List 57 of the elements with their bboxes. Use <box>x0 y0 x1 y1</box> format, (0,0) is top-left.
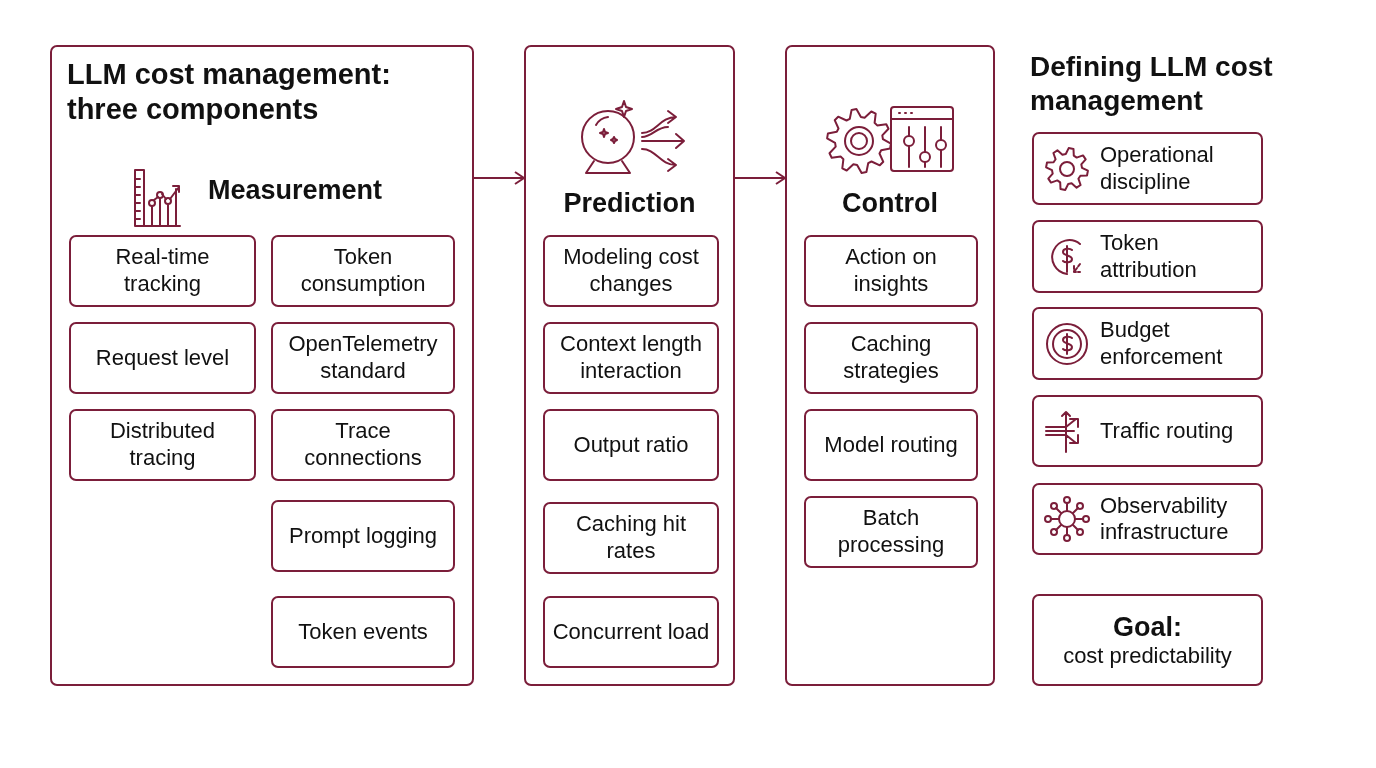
item-label: Action on insights <box>844 244 938 298</box>
item-box <box>804 409 978 481</box>
goal-box <box>1032 594 1263 686</box>
feature-label: Traffic routing <box>1100 417 1234 445</box>
item-label: Request level <box>95 344 230 372</box>
item-label: Token events <box>298 618 428 646</box>
feature-card <box>1032 307 1263 380</box>
item-box <box>69 409 256 481</box>
item-box <box>804 235 978 307</box>
item-label: Trace connections <box>303 418 423 472</box>
panel-title: LLM cost management: three components <box>67 57 392 127</box>
item-label: Distributed tracing <box>108 418 217 472</box>
item-label: Output ratio <box>573 431 689 459</box>
feature-label: Token attribution <box>1100 230 1198 283</box>
item-label: Real-time tracking <box>114 244 211 298</box>
item-label: Model routing <box>824 431 958 459</box>
goal-heading: Goal: <box>1113 610 1182 643</box>
item-box <box>69 235 256 307</box>
item-box <box>271 235 455 307</box>
item-box <box>271 500 455 572</box>
item-box <box>271 322 455 394</box>
feature-label: Operational discipline <box>1100 142 1215 195</box>
section-heading: Prediction <box>562 188 697 219</box>
component-panel <box>785 45 995 686</box>
section-heading: Control <box>841 188 939 219</box>
item-box <box>69 322 256 394</box>
item-label: Modeling cost changes <box>562 244 700 298</box>
item-box <box>271 409 455 481</box>
item-label: Caching strategies <box>842 331 940 385</box>
goal-text: cost predictability <box>1063 643 1232 670</box>
item-label: Token consumption <box>299 244 427 298</box>
item-box <box>804 322 978 394</box>
item-box <box>543 409 719 481</box>
item-box <box>543 502 719 574</box>
side-heading: Defining LLM cost management <box>1030 50 1274 118</box>
component-panel <box>524 45 735 686</box>
item-box <box>543 322 719 394</box>
section-heading: Measurement <box>208 175 383 206</box>
item-label: Prompt logging <box>289 522 437 550</box>
item-label: Caching hit rates <box>574 511 688 565</box>
item-box <box>543 235 719 307</box>
item-label: OpenTelemetry standard <box>287 331 439 385</box>
component-panel <box>50 45 474 686</box>
feature-card <box>1032 483 1263 555</box>
item-label: Context length interaction <box>559 331 703 385</box>
feature-label: Observability infrastructure <box>1100 492 1230 546</box>
feature-label: Budget enforcement <box>1100 317 1224 370</box>
item-label: Batch processing <box>836 505 946 559</box>
item-box <box>543 596 719 668</box>
arrow <box>734 171 786 185</box>
item-box <box>804 496 978 568</box>
item-label: Concurrent load <box>552 618 710 646</box>
feature-card <box>1032 395 1263 467</box>
item-box <box>271 596 455 668</box>
feature-card <box>1032 132 1263 205</box>
feature-card <box>1032 220 1263 293</box>
arrow <box>473 171 525 185</box>
